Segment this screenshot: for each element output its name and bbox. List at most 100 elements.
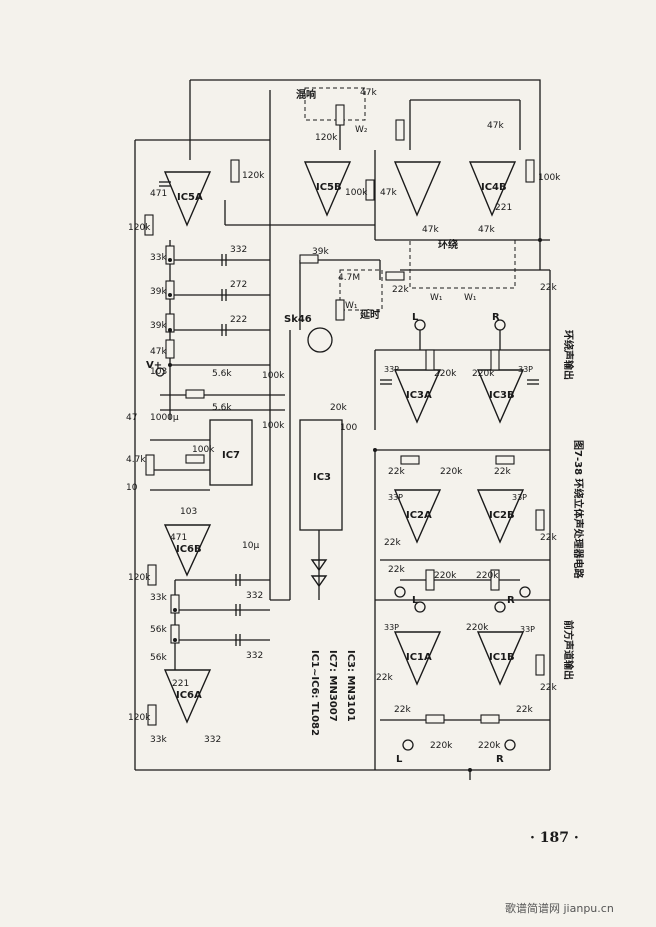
label-221-a: 221 — [495, 203, 512, 213]
dashed-boxes — [304, 87, 516, 311]
label-39k-b: 39k — [150, 321, 167, 331]
label-222: 222 — [230, 315, 247, 325]
resistors — [144, 104, 545, 726]
op-amp-ic3b: IC3B — [476, 369, 525, 424]
label-33k-a: 33k — [150, 593, 167, 603]
ic1b-label: IC1B — [489, 652, 515, 663]
label-220k-c: 220k — [440, 467, 463, 477]
label-w2: W₂ — [355, 125, 368, 135]
label-47k-b: 47k — [380, 188, 397, 198]
label-1000u: 1000μ — [150, 413, 179, 423]
label-120k-b: 120k — [128, 223, 151, 233]
page-number: · 187 · — [530, 830, 579, 846]
label-220k-g: 220k — [430, 741, 453, 751]
label-100k-b: 100k — [538, 173, 561, 183]
label-220k-e: 220k — [476, 571, 499, 581]
label-vplus: V+ — [146, 360, 162, 371]
label-332-b: 332 — [246, 591, 263, 601]
label-47k-d: 47k — [422, 225, 439, 235]
rotated-labels: 环绕声输出 前方声道输出 图7-38 环绕立体声处理器电路 IC1~IC6: T… — [309, 330, 585, 736]
label-332-c: 332 — [246, 651, 263, 661]
label-22k-c: 22k — [540, 533, 557, 543]
label-100: 100 — [340, 423, 357, 433]
label-22k-i: 22k — [516, 705, 533, 715]
op-amp-ic1a: IC1A — [393, 631, 442, 686]
op-amp-ic4b: IC4B — [468, 161, 517, 217]
op-amp-ic2a: IC2A — [393, 489, 442, 544]
label-100k-a: 100k — [345, 188, 368, 198]
label-221-b: 221 — [172, 679, 189, 689]
label-w1-c: W₁ — [464, 293, 477, 303]
label-33p-c: 33P — [388, 493, 403, 502]
junction-dots — [168, 238, 542, 772]
label-39k-a: 39k — [150, 287, 167, 297]
label-120k-e: 120k — [128, 713, 151, 723]
label-47k-c: 47k — [487, 121, 504, 131]
label-reverb: 混响 — [296, 88, 316, 101]
capacitors — [159, 181, 539, 646]
label-103-b: 103 — [150, 367, 167, 377]
label-120k-d: 120k — [128, 573, 151, 583]
ic3-label: IC3 — [313, 472, 331, 483]
label-47k-a: 47k — [150, 347, 167, 357]
ic5b-label: IC5B — [316, 182, 342, 193]
figure-caption: 图7-38 环绕立体声处理器电路 — [572, 440, 585, 580]
label-22k-e: 22k — [388, 565, 405, 575]
label-33p-b: 33P — [518, 365, 533, 374]
label-5.6k-b: 5.6k — [212, 403, 232, 413]
label-10: 10 — [126, 483, 138, 493]
label-L-bottom: L — [396, 754, 403, 765]
label-220k-b: 220k — [472, 369, 495, 379]
label-56k-b: 56k — [150, 653, 167, 663]
label-22k-b: 22k — [494, 467, 511, 477]
legend-ic3: IC3: MN3101 — [345, 650, 356, 722]
label-R-front: R — [507, 595, 515, 606]
label-22k-d: 22k — [384, 538, 401, 548]
label-332-a: 332 — [230, 245, 247, 255]
diodes — [310, 530, 328, 600]
site-watermark: 歌谱简谱网 jianpu.cn — [505, 902, 614, 915]
label-63k: 33k — [150, 253, 167, 263]
label-220k-a: 220k — [434, 369, 457, 379]
label-47k-e: 47k — [478, 225, 495, 235]
label-33k-b: 33k — [150, 735, 167, 745]
label-w1-a: W₁ — [345, 301, 358, 311]
label-471-b: 471 — [170, 533, 187, 543]
ic3b-label: IC3B — [489, 390, 515, 401]
ic6b-label: IC6B — [176, 544, 202, 555]
op-amp-ic6b: IC6B — [163, 524, 212, 577]
section-labels: 混响 延时 环绕 — [296, 88, 458, 321]
label-56k-a: 56k — [150, 625, 167, 635]
label-47: 47 — [126, 413, 137, 423]
label-surround: 环绕 — [438, 238, 458, 251]
label-120k-a: 120k — [242, 171, 265, 181]
label-L-front: L — [412, 595, 419, 606]
label-20k: 20k — [330, 403, 347, 413]
label-22k-h: 22k — [394, 705, 411, 715]
label-22k-k: 22k — [392, 285, 409, 295]
label-delay: 延时 — [359, 308, 380, 321]
label-100k-e: 100k — [192, 445, 215, 455]
label-22k-a: 22k — [388, 467, 405, 477]
ic5a-label: IC5A — [177, 192, 203, 203]
label-103-a: 103 — [180, 507, 197, 517]
label-w1-b: W₁ — [430, 293, 443, 303]
label-10u: 10μ — [242, 541, 259, 551]
label-120k-c: 120k — [315, 133, 338, 143]
terminals — [155, 319, 531, 751]
label-47k-f: 47k — [360, 88, 377, 98]
op-amp-ic3a: IC3A — [393, 369, 442, 424]
label-33p-e: 33P — [384, 623, 399, 632]
chip-ic7: IC7 — [209, 419, 253, 486]
ic2b-label: IC2B — [489, 510, 515, 521]
component-labels: L R L R L R V+ 120k 120k 33k 39k 39k 47k… — [126, 88, 561, 765]
label-L-top: L — [412, 312, 419, 323]
label-4.7k: 4.7k — [126, 455, 146, 465]
label-220k-d: 220k — [434, 571, 457, 581]
label-R-bottom: R — [496, 754, 504, 765]
ic3a-label: IC3A — [406, 390, 432, 401]
chip-ic3: IC3 — [299, 419, 343, 531]
wiring — [134, 79, 551, 780]
label-surround-output: 环绕声输出 — [562, 330, 575, 380]
